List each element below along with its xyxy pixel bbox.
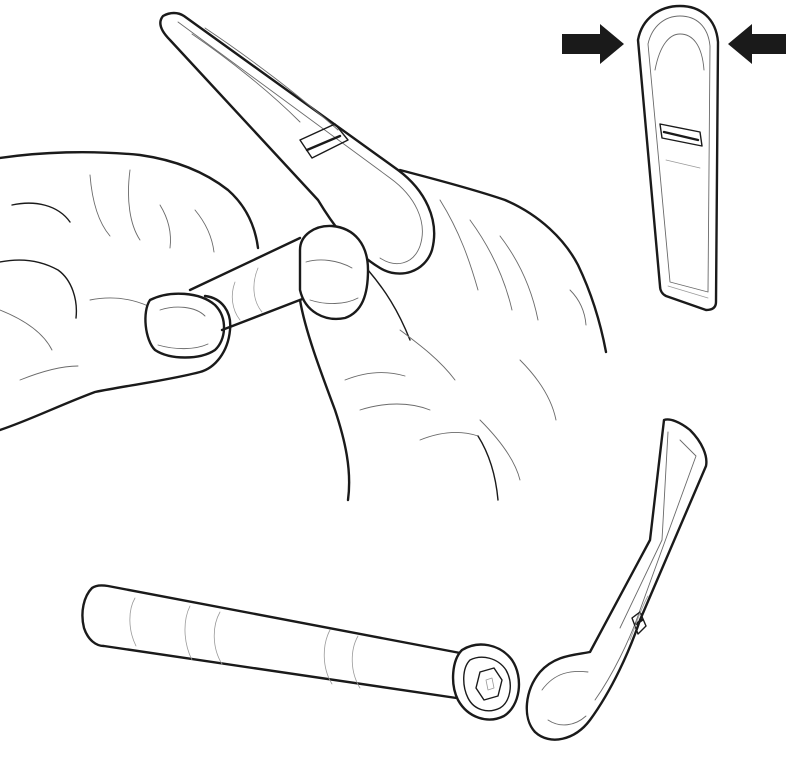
arrow-right-icon [562, 24, 624, 64]
lever [527, 419, 707, 739]
separated-axle-and-lever [82, 419, 706, 739]
left-hand [0, 152, 258, 430]
lever-in-hands [160, 13, 434, 274]
hands-holding-lever-and-axle [0, 13, 606, 500]
arrow-left-icon [728, 24, 786, 64]
axle [82, 585, 519, 719]
lever-squeeze-detail [638, 6, 718, 310]
